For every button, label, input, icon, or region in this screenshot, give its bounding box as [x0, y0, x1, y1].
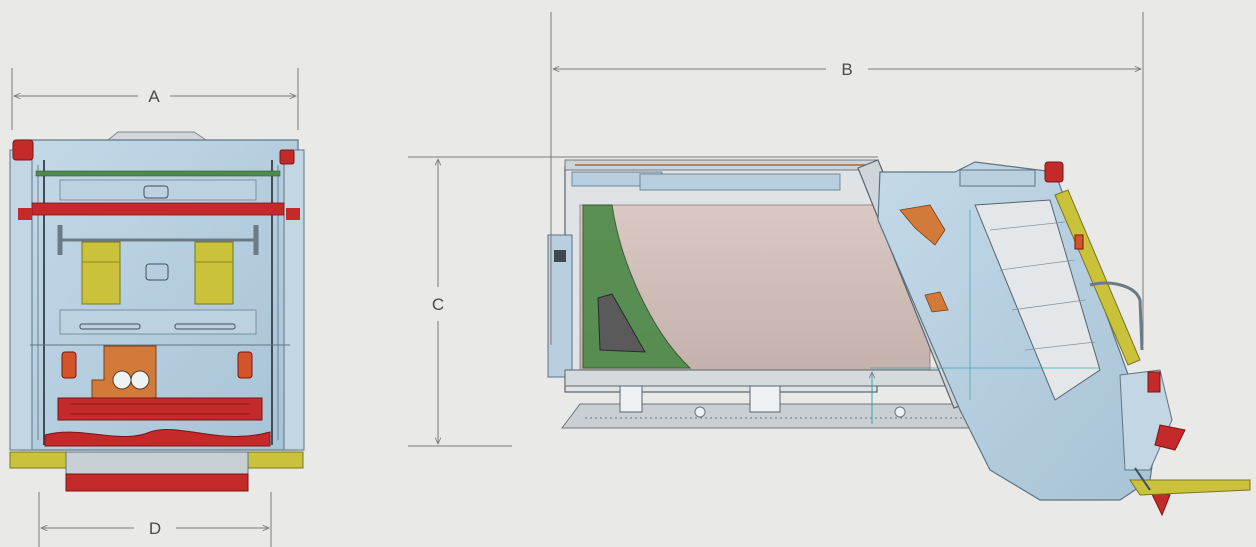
- dimension-label-a: A: [148, 87, 160, 106]
- dimension-lines: [11, 12, 1144, 547]
- side-view: [547, 159, 1251, 517]
- dimension-label-b: B: [841, 60, 852, 79]
- rear-view: [9, 131, 305, 492]
- dimension-label-d: D: [149, 519, 161, 538]
- dimension-label-c: C: [432, 295, 444, 314]
